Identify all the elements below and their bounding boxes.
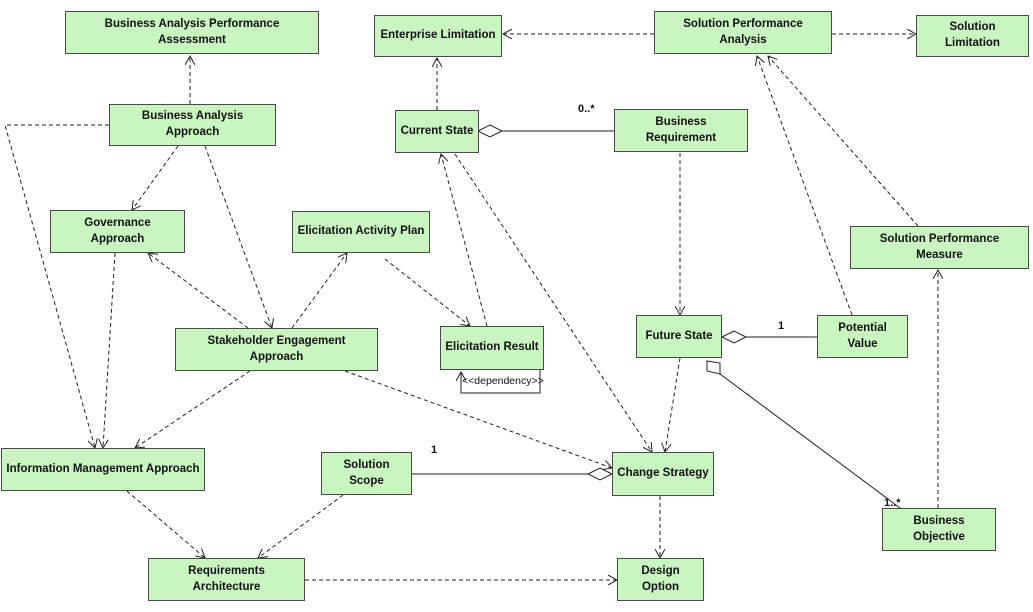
node-ba-performance-assessment[interactable]: Business Analysis Performance Assessment [65, 11, 319, 54]
node-future-state[interactable]: Future State [636, 315, 722, 358]
dep-baa-to-sea [204, 145, 272, 328]
node-solution-performance-measure[interactable]: Solution Performance Measure [850, 226, 1029, 269]
dep-spm-to-spa [768, 56, 919, 227]
node-label: Business Objective [913, 514, 965, 543]
aggregation-diamond-current-state [476, 124, 504, 138]
node-label: Requirements Architecture [188, 564, 265, 593]
node-potential-value[interactable]: Potential Value [817, 315, 908, 358]
dep-er-to-current-state [441, 154, 488, 327]
node-design-option[interactable]: Design Option [617, 558, 704, 601]
node-label: Change Strategy [617, 467, 709, 480]
multiplicity-solution-scope: 1 [431, 444, 438, 456]
dep-baa-to-ima [4, 124, 109, 448]
dep-pv-to-spa [757, 56, 853, 316]
multiplicity-business-requirement: 0..* [578, 103, 595, 115]
dep-sea-to-governance [148, 253, 249, 329]
node-label: Future State [645, 329, 713, 342]
node-requirements-architecture[interactable]: Requirements Architecture [148, 558, 305, 601]
node-business-analysis-approach[interactable]: Business Analysis Approach [109, 104, 276, 146]
node-elicitation-result[interactable]: Elicitation Result [440, 326, 544, 370]
node-label: Business Analysis Performance Assessment [104, 17, 280, 46]
node-label: Business Requirement [645, 115, 717, 144]
node-label: Stakeholder Engagement Approach [207, 334, 346, 363]
aggregation-diamond-change-strategy [586, 467, 614, 481]
node-solution-performance-analysis[interactable]: Solution Performance Analysis [654, 11, 832, 54]
dep-sea-to-change-strategy [344, 370, 612, 468]
dep-er-self-loop [461, 370, 541, 394]
dep-current-state-to-change-strategy [454, 153, 652, 452]
node-label: Solution Scope [343, 458, 390, 487]
node-label: Solution Limitation [945, 21, 1000, 49]
agg-future-state-business-objective [719, 373, 901, 509]
node-change-strategy[interactable]: Change Strategy [612, 452, 714, 496]
dep-eap-to-er [384, 258, 470, 326]
dep-scope-to-ra [258, 494, 344, 558]
dep-sea-to-eap [291, 253, 347, 329]
dependency-stereotype-label: <<dependency>> [462, 375, 544, 387]
dep-baa-to-governance [132, 145, 179, 210]
node-label: Design Option [641, 564, 680, 593]
node-solution-limitation[interactable]: Solution Limitation [916, 15, 1029, 57]
dep-future-state-to-change-strategy [665, 357, 681, 452]
node-stakeholder-engagement-approach[interactable]: Stakeholder Engagement Approach [175, 328, 378, 371]
node-label: Elicitation Result [445, 341, 539, 354]
multiplicity-potential-value: 1 [778, 320, 785, 332]
node-elicitation-activity-plan[interactable]: Elicitation Activity Plan [292, 211, 430, 253]
node-enterprise-limitation[interactable]: Enterprise Limitation [374, 15, 502, 57]
node-label: Governance Approach [84, 216, 151, 245]
dep-sea-to-ima [135, 370, 251, 448]
node-business-requirement[interactable]: Business Requirement [614, 109, 748, 152]
node-label: Current State [400, 124, 474, 137]
node-business-objective[interactable]: Business Objective [882, 508, 996, 551]
node-label: Elicitation Activity Plan [297, 225, 425, 238]
node-information-management-approach[interactable]: Information Management Approach [1, 448, 205, 491]
node-governance-approach[interactable]: Governance Approach [50, 210, 185, 253]
node-label: Solution Performance Analysis [683, 17, 803, 46]
aggregation-diamond-future-state-bo [706, 360, 721, 375]
dep-ima-to-ra [126, 490, 205, 558]
dep-governance-to-ima [103, 252, 116, 448]
node-label: Business Analysis Approach [141, 110, 244, 138]
node-label: Enterprise Limitation [380, 29, 496, 42]
node-solution-scope[interactable]: Solution Scope [321, 452, 412, 495]
node-label: Solution Performance Measure [879, 232, 1000, 261]
multiplicity-business-objective: 1..* [884, 497, 901, 509]
node-label: Potential Value [838, 321, 887, 350]
node-current-state[interactable]: Current State [395, 110, 479, 153]
node-label: Information Management Approach [6, 462, 200, 475]
aggregation-diamond-future-state-pv [720, 330, 748, 344]
